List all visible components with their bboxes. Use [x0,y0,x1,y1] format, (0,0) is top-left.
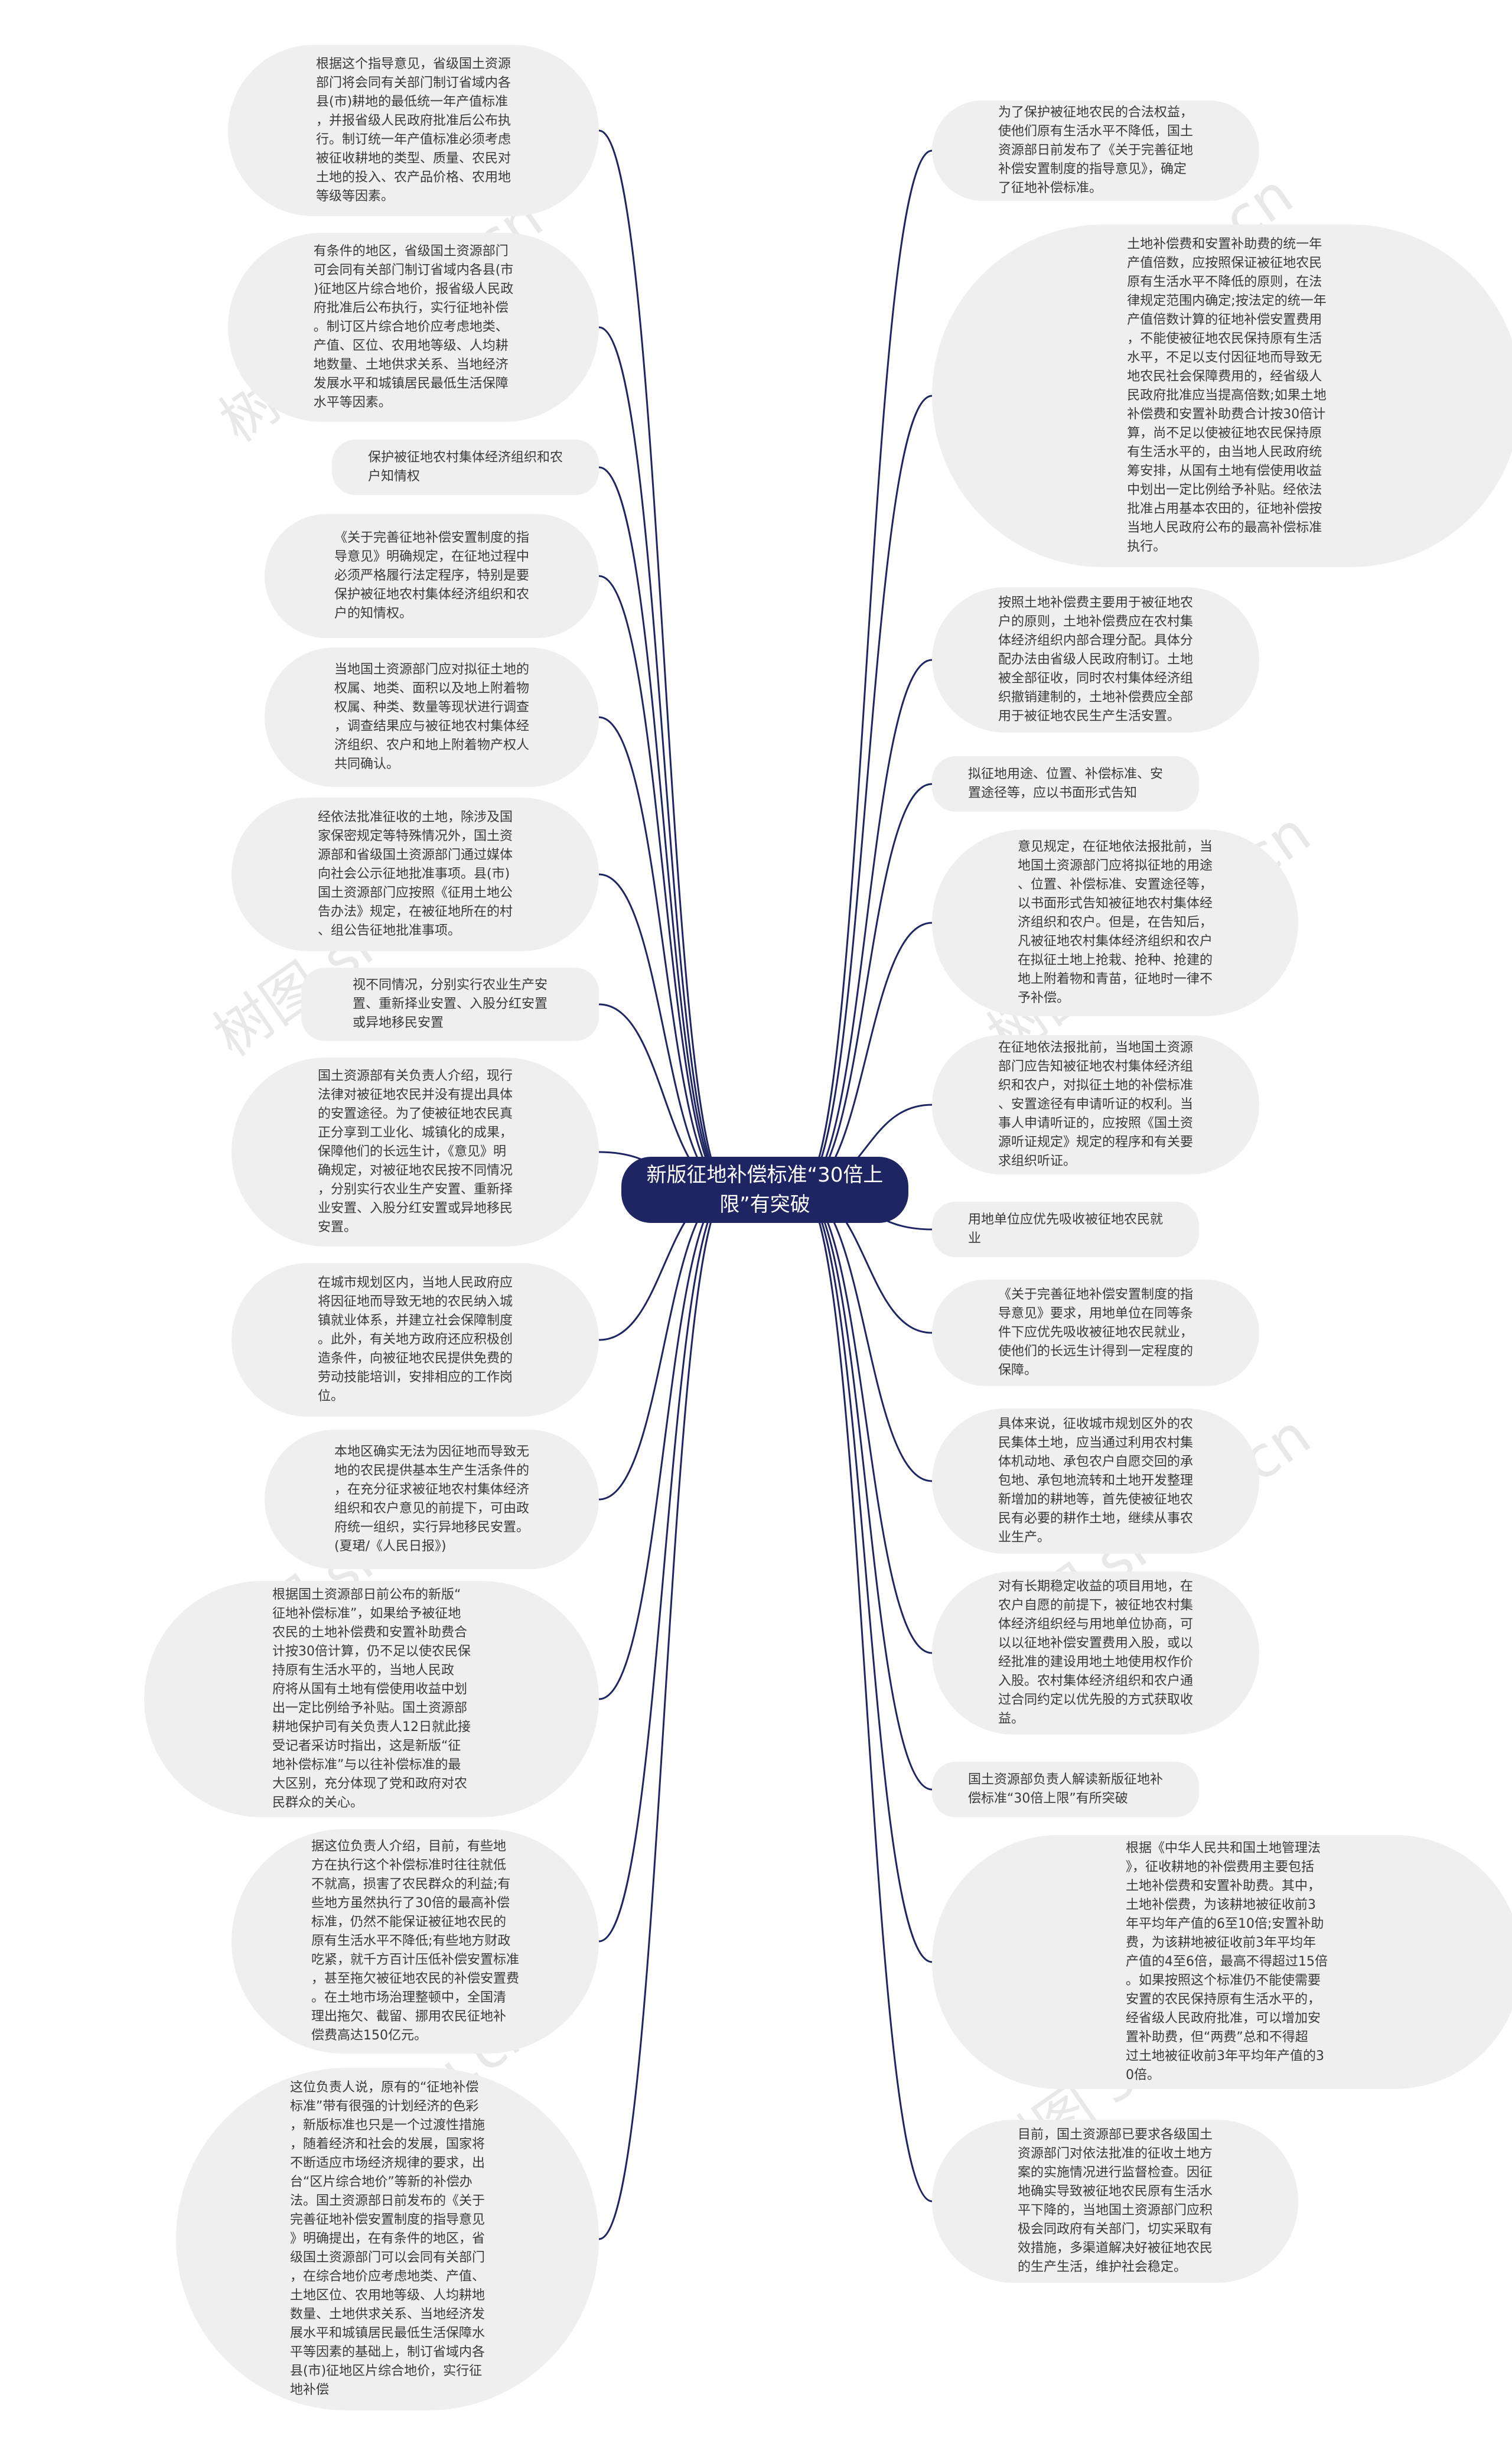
left-node[interactable]: 有条件的地区，省级国土资源部门 可会同有关部门制订省域内各县(市 )征地区片综合… [228,233,599,422]
node-text: 对有长期稳定收益的项目用地，在 农户自愿的前提下，被征地农村集 体经济组织经与用… [998,1579,1193,1726]
right-node[interactable]: 在征地依法报批前，当地国土资源 部门应告知被征地农村集体经济组 织和农户，对拟征… [932,1035,1259,1174]
right-node[interactable]: 对有长期稳定收益的项目用地，在 农户自愿的前提下，被征地农村集 体经济组织经与用… [932,1571,1259,1735]
node-text: 意见规定，在征地依法报批前，当 地国土资源部门应将拟征地的用途 、位置、补偿标准… [1017,840,1213,1006]
connector-line [598,716,730,1191]
right-node[interactable]: 根据《中华人民共和国土地管理法 》，征收耕地的补偿费用主要包括 土地补偿费和安置… [932,1835,1512,2089]
node-text: 根据国土资源部日前公布的新版“ 征地补偿标准”，如果给予被征地 农民的土地补偿费… [272,1587,471,1810]
right-node[interactable]: 按照土地补偿费主要用于被征地农 户的原则，土地补偿费应在农村集 体经济组织内部合… [932,587,1259,733]
connector-line [598,1189,730,1943]
node-text: 根据《中华人民共和国土地管理法 》，征收耕地的补偿费用主要包括 土地补偿费和安置… [1126,1841,1328,2083]
right-node[interactable]: 国土资源部负责人解读新版征地补 偿标准“30倍上限”有所突破 [932,1762,1199,1817]
node-text: 有条件的地区，省级国土资源部门 可会同有关部门制订省域内各县(市 )征地区片综合… [313,244,514,410]
connector-line [800,395,933,1191]
connector-line [598,873,730,1191]
connector-line [800,659,933,1191]
node-text: 在征地依法报批前，当地国土资源 部门应告知被征地农村集体经济组 织和农户，对拟征… [998,1040,1193,1169]
left-node[interactable]: 据这位负责人介绍，目前，有些地 方在执行这个补偿标准时往往就低 不就高，损害了农… [232,1829,599,2054]
right-node[interactable]: 用地单位应优先吸收被征地农民就 业 [932,1202,1199,1257]
left-node[interactable]: 国土资源部有关负责人介绍，现行 法律对被征地农民并没有提出具体 的安置途径。为了… [232,1058,599,1247]
left-node[interactable]: 《关于完善征地补偿安置制度的指 导意见》明确规定，在征地过程中 必须严格履行法定… [265,514,599,638]
left-node[interactable]: 这位负责人说，原有的“征地补偿 标准”带有很强的计划经济的色彩 ，新版标准也只是… [176,2068,599,2410]
node-text: 具体来说，征收城市规划区外的农 民集体土地，应当通过利用农村集 体机动地、承包农… [998,1417,1193,1545]
left-node[interactable]: 根据这个指导意见，省级国土资源 部门将会同有关部门制订省域内各 县(市)耕地的最… [228,45,599,216]
connector-line [800,149,933,1191]
right-node[interactable]: 意见规定，在征地依法报批前，当 地国土资源部门应将拟征地的用途 、位置、补偿标准… [932,829,1298,1016]
connector-line [598,326,730,1191]
node-text: 目前，国土资源部已要求各级国土 资源部门对依法批准的征收土地方 案的实施情况进行… [1017,2127,1213,2275]
connector-line [800,1189,933,2202]
connector-line [598,575,730,1191]
connector-line [598,466,730,1191]
node-text: 在城市规划区内，当地人民政府应 将因征地而导致无地的农民纳入城 镇就业体系，并建… [317,1276,513,1404]
root-title: 新版征地补偿标准“30倍上限”有突破 [646,1163,884,1216]
node-text: 据这位负责人介绍，目前，有些地 方在执行这个补偿标准时往往就低 不就高，损害了农… [311,1839,519,2043]
node-text: 国土资源部有关负责人介绍，现行 法律对被征地农民并没有提出具体 的安置途径。为了… [317,1069,513,1235]
connector-line [800,783,933,1191]
right-node[interactable]: 具体来说，征收城市规划区外的农 民集体土地，应当通过利用农村集 体机动地、承包农… [932,1408,1259,1554]
node-text: 《关于完善征地补偿安置制度的指 导意见》明确规定，在征地过程中 必须严格履行法定… [334,531,529,621]
node-text: 用地单位应优先吸收被征地农民就 业 [967,1212,1163,1246]
node-text: 根据这个指导意见，省级国土资源 部门将会同有关部门制订省域内各 县(市)耕地的最… [315,57,511,204]
left-node[interactable]: 当地国土资源部门应对拟征土地的 权属、地类、面积以及地上附着物 权属、种类、数量… [265,648,599,787]
right-node[interactable]: 拟征地用途、位置、补偿标准、安 置途径等，应以书面形式告知 [932,756,1199,812]
connector-line [800,1189,933,1791]
right-node[interactable]: 目前，国土资源部已要求各级国土 资源部门对依法批准的征收土地方 案的实施情况进行… [932,2120,1298,2283]
connector-line [800,1189,933,1482]
node-text: 这位负责人说，原有的“征地补偿 标准”带有很强的计划经济的色彩 ，新版标准也只是… [289,2080,485,2397]
left-node[interactable]: 保护被征地农村集体经济组织和农 户知情权 [332,440,599,495]
right-node[interactable]: 《关于完善征地补偿安置制度的指 导意见》要求，用地单位在同等条 件下应优先吸收被… [932,1280,1259,1386]
right-node[interactable]: 土地补偿费和安置补助费的统一年 产值倍数，应按照保证被征地农民 原有生活水平不降… [932,224,1512,567]
connector-line [598,1189,730,1501]
connector-line [800,922,933,1191]
node-text: 《关于完善征地补偿安置制度的指 导意见》要求，用地单位在同等条 件下应优先吸收被… [998,1287,1193,1378]
connector-line [598,129,730,1191]
root-topic[interactable]: 新版征地补偿标准“30倍上限”有突破 [621,1157,908,1223]
node-text: 拟征地用途、位置、补偿标准、安 置途径等，应以书面形式告知 [967,767,1163,801]
right-node[interactable]: 为了保护被征地农民的合法权益， 使他们原有生活水平不降低，国土 资源部日前发布了… [932,100,1259,201]
node-text: 本地区确实无法为因征地而导致无 地的农民提供基本生产生活条件的 ，在充分征求被征… [334,1444,529,1554]
left-node[interactable]: 视不同情况，分别实行农业生产安 置、重新择业安置、入股分红安置 或异地移民安置 [301,968,599,1041]
node-text: 按照土地补偿费主要用于被征地农 户的原则，土地补偿费应在农村集 体经济组织内部合… [998,596,1193,724]
left-node[interactable]: 根据国土资源部日前公布的新版“ 征地补偿标准”，如果给予被征地 农民的土地补偿费… [144,1581,599,1817]
left-node[interactable]: 本地区确实无法为因征地而导致无 地的农民提供基本生产生活条件的 ，在充分征求被征… [265,1430,599,1569]
node-text: 土地补偿费和安置补助费的统一年 产值倍数，应按照保证被征地农民 原有生活水平不降… [1127,237,1327,554]
node-text: 为了保护被征地农民的合法权益， 使他们原有生活水平不降低，国土 资源部日前发布了… [998,105,1193,196]
node-text: 保护被征地农村集体经济组织和农 户知情权 [367,450,563,484]
connector-line [800,1189,933,1963]
node-text: 经依法批准征收的土地，除涉及国 家保密规定等特殊情况外，国土资 源部和省级国土资… [317,810,513,938]
left-node[interactable]: 经依法批准征收的土地，除涉及国 家保密规定等特殊情况外，国土资 源部和省级国土资… [232,798,599,951]
node-text: 当地国土资源部门应对拟征土地的 权属、地类、面积以及地上附着物 权属、种类、数量… [334,662,529,772]
connector-line [598,1189,730,2240]
node-text: 国土资源部负责人解读新版征地补 偿标准“30倍上限”有所突破 [967,1772,1163,1806]
node-text: 视不同情况，分别实行农业生产安 置、重新择业安置、入股分红安置 或异地移民安置 [352,978,548,1030]
left-node[interactable]: 在城市规划区内，当地人民政府应 将因征地而导致无地的农民纳入城 镇就业体系，并建… [232,1263,599,1417]
